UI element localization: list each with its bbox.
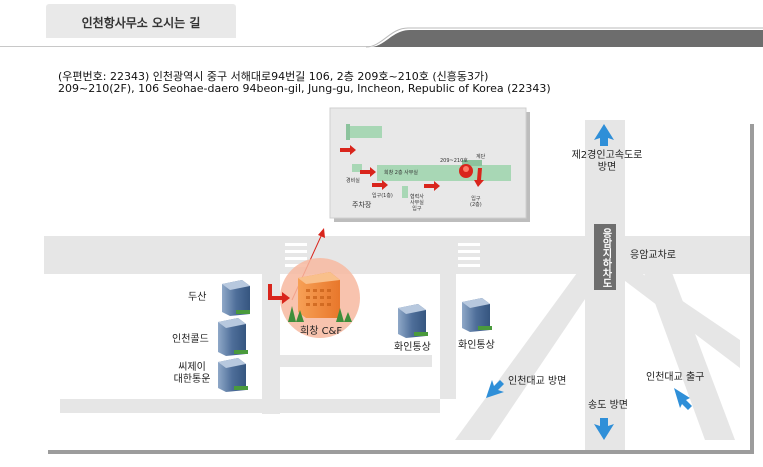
arrow-nw-icon [674, 388, 692, 410]
overpass-label: 응암지하차도 [600, 228, 611, 288]
label-hwain-1: 화인통상 [394, 342, 431, 353]
inset-office-2f: 희창 2층 사무실 [384, 170, 418, 176]
inset-stairs: 계단 [476, 154, 486, 160]
label-cj: 씨제이 대한통운 [173, 362, 211, 385]
inset-entrance-2f: 입구 (2층) [470, 196, 482, 208]
header-tab: 인천항사무소 오시는 길 [46, 4, 236, 38]
label-songdo-dir: 송도 방면 [588, 400, 628, 411]
address-english: 209~210(2F), 106 Seohae-daero 94beon-gil… [58, 82, 551, 95]
building-icon-hwain-2 [462, 298, 492, 332]
inset-entrance-1f: 입구(1층) [372, 193, 393, 199]
label-expressway: 제2경인고속도로 방면 [571, 150, 643, 173]
label-eungam-road: 응암교차로 [630, 250, 676, 261]
label-hwain-2: 화인통상 [458, 340, 495, 351]
label-incheon-bridge-exit: 인천대교 출구 [646, 372, 705, 383]
overpass-label-bar: 응암지하차도 [594, 224, 616, 290]
label-incheon-cold: 인천콜드 [172, 334, 209, 345]
inset-hyupryuk: 협력사 사무실 입구 [410, 194, 424, 212]
building-icon-incheon-cold [218, 318, 248, 356]
building-icon-hwain-1 [398, 304, 428, 338]
arrow-sw-icon [486, 380, 504, 398]
page-title: 인천항사무소 오시는 길 [81, 16, 201, 30]
label-destination: 희창 C&F [300, 326, 343, 337]
building-icon-cj [218, 358, 248, 392]
address-korean: (우편번호: 22343) 인천광역시 중구 서해대로94번길 106, 2층 … [58, 70, 489, 83]
header-divider [0, 27, 763, 48]
building-icon-doosan [222, 280, 250, 316]
label-incheon-bridge-dir: 인천대교 방면 [508, 376, 567, 387]
inset-parking: 주차장 [352, 201, 372, 209]
inset-guard: 경비실 [346, 178, 360, 184]
label-doosan: 두산 [188, 292, 207, 303]
inset-room: 209~210호 [440, 158, 468, 164]
arrow-down-icon [594, 418, 614, 440]
arrow-up-icon [594, 124, 614, 146]
